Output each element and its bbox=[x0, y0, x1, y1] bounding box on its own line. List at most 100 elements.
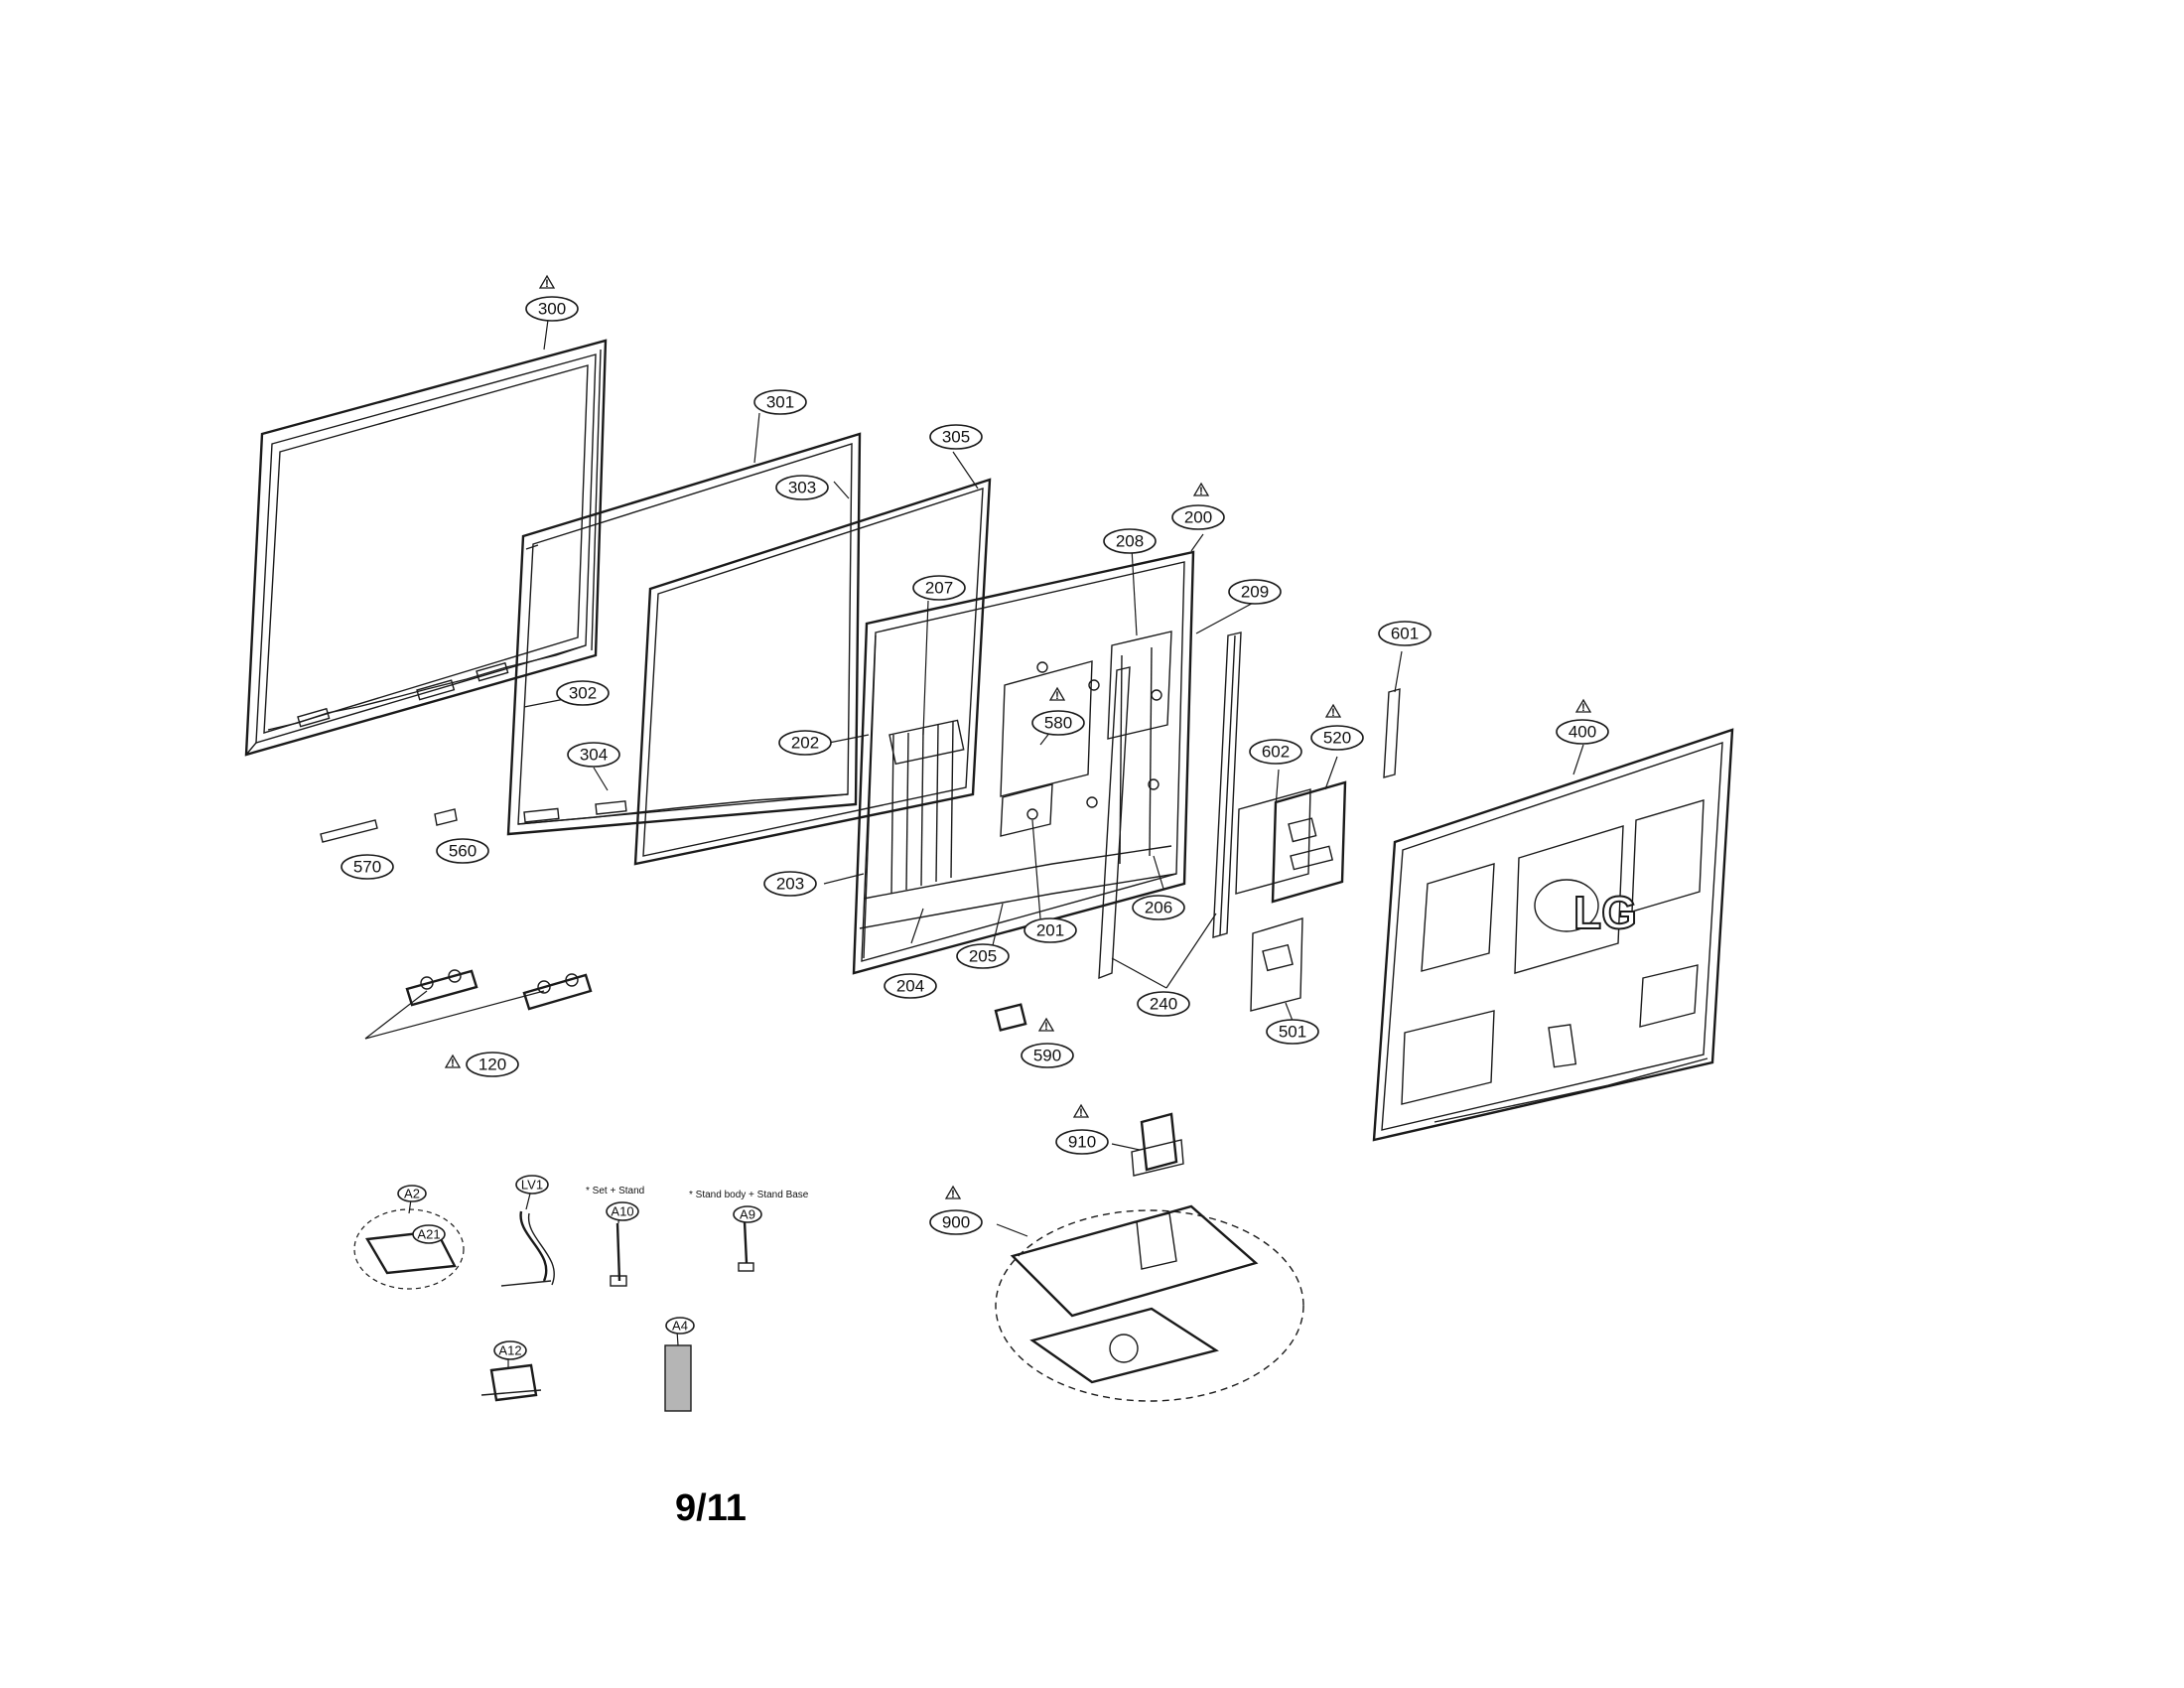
accessory-a9-screw bbox=[738, 1220, 754, 1272]
callout-602: 602 bbox=[1249, 739, 1302, 765]
callout-207: 207 bbox=[912, 575, 966, 601]
callout-520: 520 bbox=[1310, 725, 1364, 751]
svg-text:570: 570 bbox=[353, 858, 381, 877]
part-910-stand-body bbox=[1131, 1112, 1184, 1177]
svg-text:900: 900 bbox=[942, 1213, 970, 1232]
page-number: 9/11 bbox=[675, 1487, 747, 1529]
svg-text:LV1: LV1 bbox=[521, 1178, 543, 1193]
accessory-a2-group bbox=[353, 1208, 465, 1290]
callout-240: 240 bbox=[1137, 991, 1190, 1017]
svg-text:A10: A10 bbox=[611, 1204, 633, 1219]
part-120-speakers bbox=[405, 969, 593, 1011]
svg-text:304: 304 bbox=[580, 746, 608, 765]
part-570-key bbox=[320, 819, 378, 843]
part-200-main-frame bbox=[852, 550, 1195, 975]
svg-text:!: ! bbox=[1199, 486, 1203, 497]
part-400-back-cover: LG bbox=[1372, 728, 1734, 1142]
svg-text:910: 910 bbox=[1068, 1133, 1096, 1152]
svg-text:!: ! bbox=[1055, 690, 1059, 702]
svg-text:204: 204 bbox=[896, 977, 924, 996]
svg-text:301: 301 bbox=[766, 393, 794, 412]
callout-304: 304 bbox=[567, 742, 620, 768]
callout-209: 209 bbox=[1228, 579, 1282, 605]
svg-text:400: 400 bbox=[1569, 723, 1596, 742]
svg-text:206: 206 bbox=[1145, 899, 1172, 917]
svg-text:!: ! bbox=[1581, 702, 1585, 714]
note-set-stand: * Set + Stand bbox=[586, 1186, 644, 1196]
part-240-side-supports bbox=[1098, 632, 1242, 980]
svg-text:A12: A12 bbox=[498, 1343, 521, 1358]
callout-204: 204 bbox=[884, 973, 937, 999]
warning-icon: ! bbox=[944, 1185, 962, 1200]
callout-303: 303 bbox=[775, 475, 829, 500]
callout-570: 570 bbox=[341, 854, 394, 880]
svg-text:202: 202 bbox=[791, 734, 819, 753]
accessory-a12-bracket bbox=[480, 1363, 542, 1402]
svg-text:300: 300 bbox=[538, 300, 566, 319]
svg-text:580: 580 bbox=[1044, 714, 1072, 733]
callout-601: 601 bbox=[1378, 621, 1432, 646]
svg-text:501: 501 bbox=[1279, 1023, 1306, 1042]
part-501-power-board bbox=[1250, 917, 1303, 1012]
callout-400: 400 bbox=[1556, 719, 1609, 745]
svg-text:!: ! bbox=[545, 278, 549, 290]
callout-a4: A4 bbox=[665, 1317, 695, 1335]
svg-text:207: 207 bbox=[925, 579, 953, 598]
svg-text:120: 120 bbox=[478, 1055, 506, 1074]
callout-a9: A9 bbox=[733, 1205, 762, 1223]
svg-text:203: 203 bbox=[776, 875, 804, 894]
svg-text:560: 560 bbox=[449, 842, 477, 861]
leader-lines bbox=[364, 319, 1584, 1368]
callout-120: 120 bbox=[466, 1052, 519, 1077]
warning-icon: ! bbox=[1072, 1103, 1090, 1119]
accessory-a4-manual bbox=[664, 1344, 692, 1412]
warning-icon: ! bbox=[1048, 686, 1066, 702]
svg-text:!: ! bbox=[951, 1189, 955, 1200]
part-601-bracket bbox=[1383, 688, 1401, 778]
callout-a2: A2 bbox=[397, 1185, 427, 1202]
callout-205: 205 bbox=[956, 943, 1010, 969]
svg-text:520: 520 bbox=[1323, 729, 1351, 748]
svg-text:A2: A2 bbox=[404, 1187, 420, 1201]
callout-206: 206 bbox=[1132, 895, 1185, 920]
svg-text:302: 302 bbox=[569, 684, 597, 703]
callout-910: 910 bbox=[1055, 1129, 1109, 1155]
callout-590: 590 bbox=[1021, 1043, 1074, 1068]
callout-201: 201 bbox=[1024, 917, 1077, 943]
callout-501: 501 bbox=[1266, 1019, 1319, 1045]
callout-301: 301 bbox=[753, 389, 807, 415]
svg-text:590: 590 bbox=[1033, 1047, 1061, 1065]
svg-text:305: 305 bbox=[942, 428, 970, 447]
callout-300: 300 bbox=[525, 296, 579, 322]
svg-text:!: ! bbox=[1044, 1021, 1048, 1033]
svg-text:240: 240 bbox=[1150, 995, 1177, 1014]
svg-text:602: 602 bbox=[1262, 743, 1290, 762]
svg-text:!: ! bbox=[1079, 1107, 1083, 1119]
svg-text:201: 201 bbox=[1036, 921, 1064, 940]
svg-text:205: 205 bbox=[969, 947, 997, 966]
accessory-a10-screw bbox=[610, 1222, 627, 1287]
svg-text:208: 208 bbox=[1116, 532, 1144, 551]
svg-text:A4: A4 bbox=[672, 1319, 688, 1334]
warning-icon: ! bbox=[1324, 703, 1342, 719]
callouts: 300 301 303 305 302 304 570 560 120 207 … bbox=[341, 296, 1609, 1360]
callout-305: 305 bbox=[929, 424, 983, 450]
svg-text:!: ! bbox=[451, 1057, 455, 1069]
lg-logo: LG bbox=[1573, 887, 1637, 938]
part-560-ir-board bbox=[434, 808, 458, 826]
part-300-front-bezel bbox=[244, 339, 608, 757]
part-520-main-board bbox=[1271, 780, 1347, 904]
callout-a10: A10 bbox=[606, 1201, 639, 1221]
callout-203: 203 bbox=[763, 871, 817, 897]
callout-900: 900 bbox=[929, 1209, 983, 1235]
callout-200: 200 bbox=[1171, 504, 1225, 530]
part-602-board bbox=[1235, 788, 1311, 895]
part-900-stand-base bbox=[995, 1204, 1304, 1402]
warning-icon: ! bbox=[444, 1054, 462, 1069]
part-305-lcd-panel bbox=[633, 478, 992, 866]
callout-302: 302 bbox=[556, 680, 610, 706]
callout-lv1: LV1 bbox=[515, 1175, 549, 1195]
part-301-frame bbox=[506, 432, 862, 836]
warning-icon: ! bbox=[538, 274, 556, 290]
